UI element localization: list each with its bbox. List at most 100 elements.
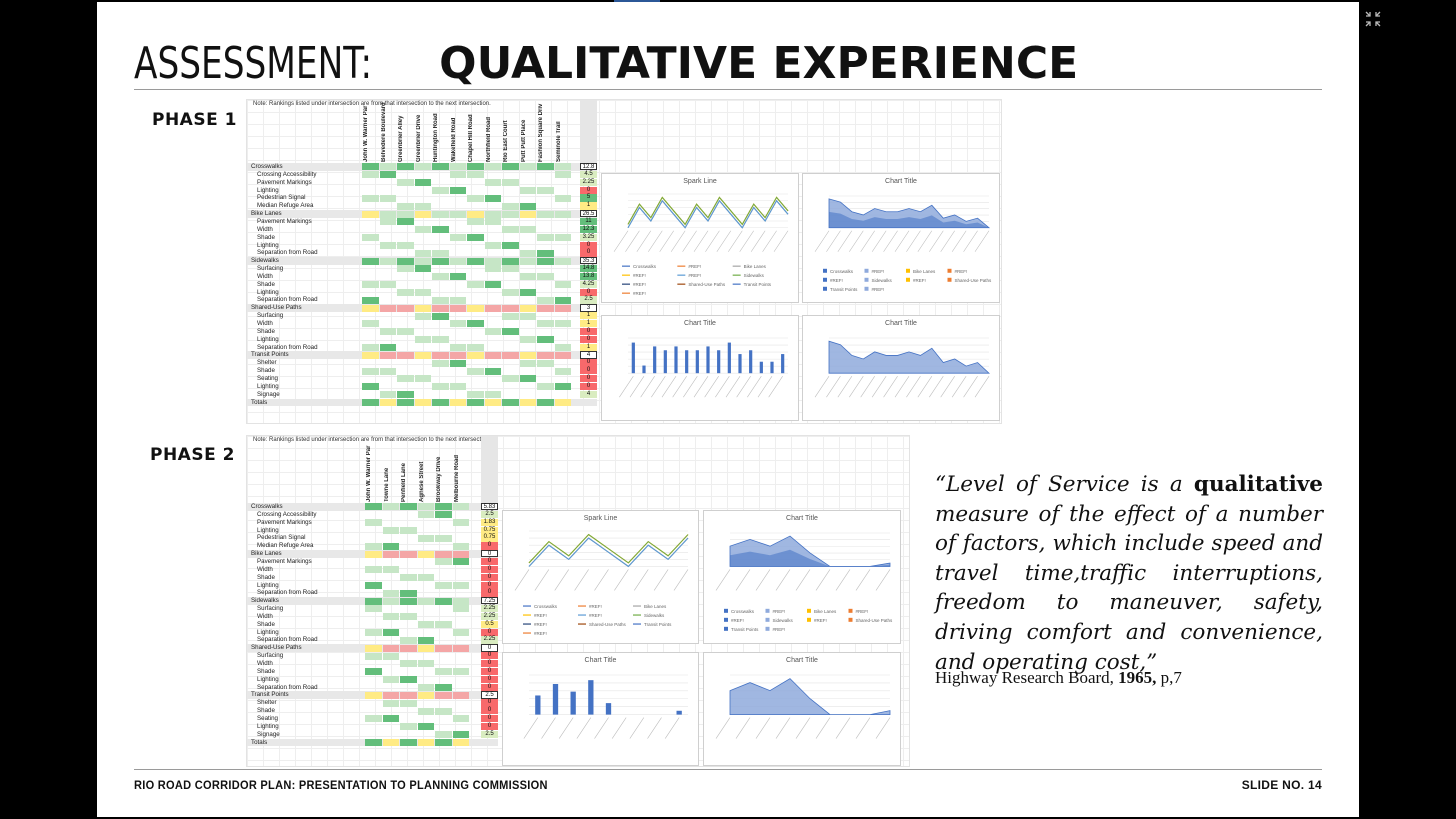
phase2-data-cell: [452, 691, 469, 699]
phase1-data-cell: [467, 234, 484, 242]
phase1-row-total: 1: [580, 202, 597, 210]
phase1-data-cell: [432, 257, 449, 265]
phase2-series-line: [528, 533, 689, 564]
phase1-legend-label: #REF!: [955, 269, 968, 274]
phase2-row-label: Lighting: [257, 675, 279, 683]
phase2-bar: [535, 695, 541, 715]
phase1-row-label: Median Refuge Area: [257, 202, 314, 210]
phase2-data-cell: [417, 738, 434, 746]
phase1-data-cell: [397, 375, 414, 383]
phase2-chart-3: Chart Title: [703, 652, 901, 766]
phase1-row-total: 0: [580, 288, 597, 296]
phase2-data-cell: [417, 597, 434, 605]
phase2-legend-swatch: [724, 608, 728, 613]
phase1-legend-label: #REF!: [688, 273, 701, 278]
phase2-row-total: 0: [481, 652, 498, 660]
phase2-legend-label: #REF!: [773, 627, 786, 632]
phase2-data-cell: [382, 613, 399, 621]
exit-fullscreen-icon[interactable]: [1364, 10, 1382, 28]
phase1-data-cell: [414, 351, 431, 359]
phase1-data-cell: [467, 304, 484, 312]
slide-title: ASSESSMENT: QUALITATIVE EXPERIENCE: [134, 40, 1078, 88]
phase1-data-cell: [414, 289, 431, 296]
phase2-tick-label: [554, 569, 569, 591]
phase1-row-label: Shade: [257, 280, 275, 288]
phase1-data-cell: [449, 343, 466, 351]
phase1-row-label: Pavement Markings: [257, 217, 312, 225]
phase1-row-total: 0: [580, 367, 597, 375]
phase2-data-cell: [365, 738, 382, 746]
phase1-legend-label: #REF!: [872, 287, 885, 292]
phase1-data-cell: [537, 234, 554, 242]
phase1-note: Note: Rankings listed under intersection…: [253, 101, 491, 107]
phase1-bar: [749, 350, 753, 374]
phase2-tick-label: [534, 569, 550, 591]
phase1-data-cell: [449, 234, 466, 242]
phase1-tick-label: [640, 376, 655, 398]
citation-pre: Highway Research Board,: [935, 668, 1119, 687]
phase1-row-label: Lighting: [257, 241, 279, 249]
phase1-tick-label: [963, 376, 978, 398]
phase1-row-total: 12.8: [580, 163, 597, 171]
phase1-data-cell: [502, 304, 519, 312]
phase2-data-cell: [400, 597, 417, 605]
phase1-row-label: Shade: [257, 367, 275, 375]
phase2-row-total: 0: [481, 557, 498, 566]
phase1-tick-label: [725, 376, 741, 398]
phase1-data-cell: [414, 336, 431, 344]
phase1-data-cell: [432, 210, 449, 218]
phase1-chart-3: Chart Title: [802, 315, 1000, 421]
phase1-series-line: [627, 196, 789, 226]
phase2-row-total: 5.83: [481, 503, 498, 511]
phase2-data-cell: [400, 644, 417, 652]
phase2-series-line: [528, 537, 689, 568]
phase2-bar: [676, 710, 682, 715]
phase2-legend-label: Sidewalks: [644, 613, 665, 618]
phase1-data-cell: [484, 398, 501, 406]
phase2-data-cell: [400, 526, 417, 534]
phase1-legend-label: Crosswalks: [830, 269, 854, 274]
phase1-tick-label: [871, 230, 887, 252]
phase1-data-cell: [467, 210, 484, 218]
phase1-bar: [642, 365, 646, 374]
phase2-row-total: 0: [481, 707, 498, 715]
phase2-tick-label: [634, 569, 649, 591]
phase1-data-cell: [484, 210, 501, 218]
phase1-row-total: 1: [580, 312, 597, 320]
phase1-data-cell: [379, 367, 396, 375]
phase1-row-label: Lighting: [257, 288, 279, 296]
phase1-bar: [663, 350, 667, 374]
phase2-data-cell: [452, 519, 469, 527]
phase1-row-total: 0: [580, 359, 597, 367]
phase2-legend-swatch: [765, 608, 770, 613]
phase1-tick-label: [659, 230, 674, 252]
phase1-data-cell: [379, 304, 396, 312]
phase2-legend-swatch: [724, 626, 728, 631]
phase1-data-cell: [467, 163, 484, 171]
phase2-row-label: Pedestrian Signal: [257, 534, 306, 542]
phase1-legend-swatch: [906, 268, 910, 273]
phase1-data-cell: [432, 312, 449, 320]
phase2-data-cell: [435, 644, 452, 652]
phase1-tick-label: [860, 230, 875, 252]
phase2-row-total: 0.5: [481, 620, 498, 628]
phase1-tick-label: [906, 376, 921, 398]
phase1-row-total: 0: [580, 382, 597, 391]
phase1-data-cell: [467, 194, 484, 202]
phase1-legend-swatch: [823, 286, 827, 291]
phase2-data-cell: [365, 644, 382, 652]
phase1-tick-label: [837, 230, 853, 252]
phase1-data-cell: [362, 398, 379, 406]
phase1-data-cell: [519, 210, 536, 218]
phase2-data-cell: [452, 503, 469, 511]
phase2-legend-label: Crosswalks: [731, 609, 755, 614]
phase1-data-cell: [467, 171, 484, 179]
phase1-data-cell: [537, 249, 554, 257]
phase1-chart-title: Chart Title: [885, 178, 917, 185]
phase2-row-total: 0.75: [481, 534, 498, 542]
phase2-data-cell: [435, 558, 452, 566]
phase1-data-cell: [414, 179, 431, 187]
phase1-data-cell: [502, 163, 519, 171]
phase2-data-cell: [435, 550, 452, 558]
phase1-data-cell: [519, 312, 536, 320]
